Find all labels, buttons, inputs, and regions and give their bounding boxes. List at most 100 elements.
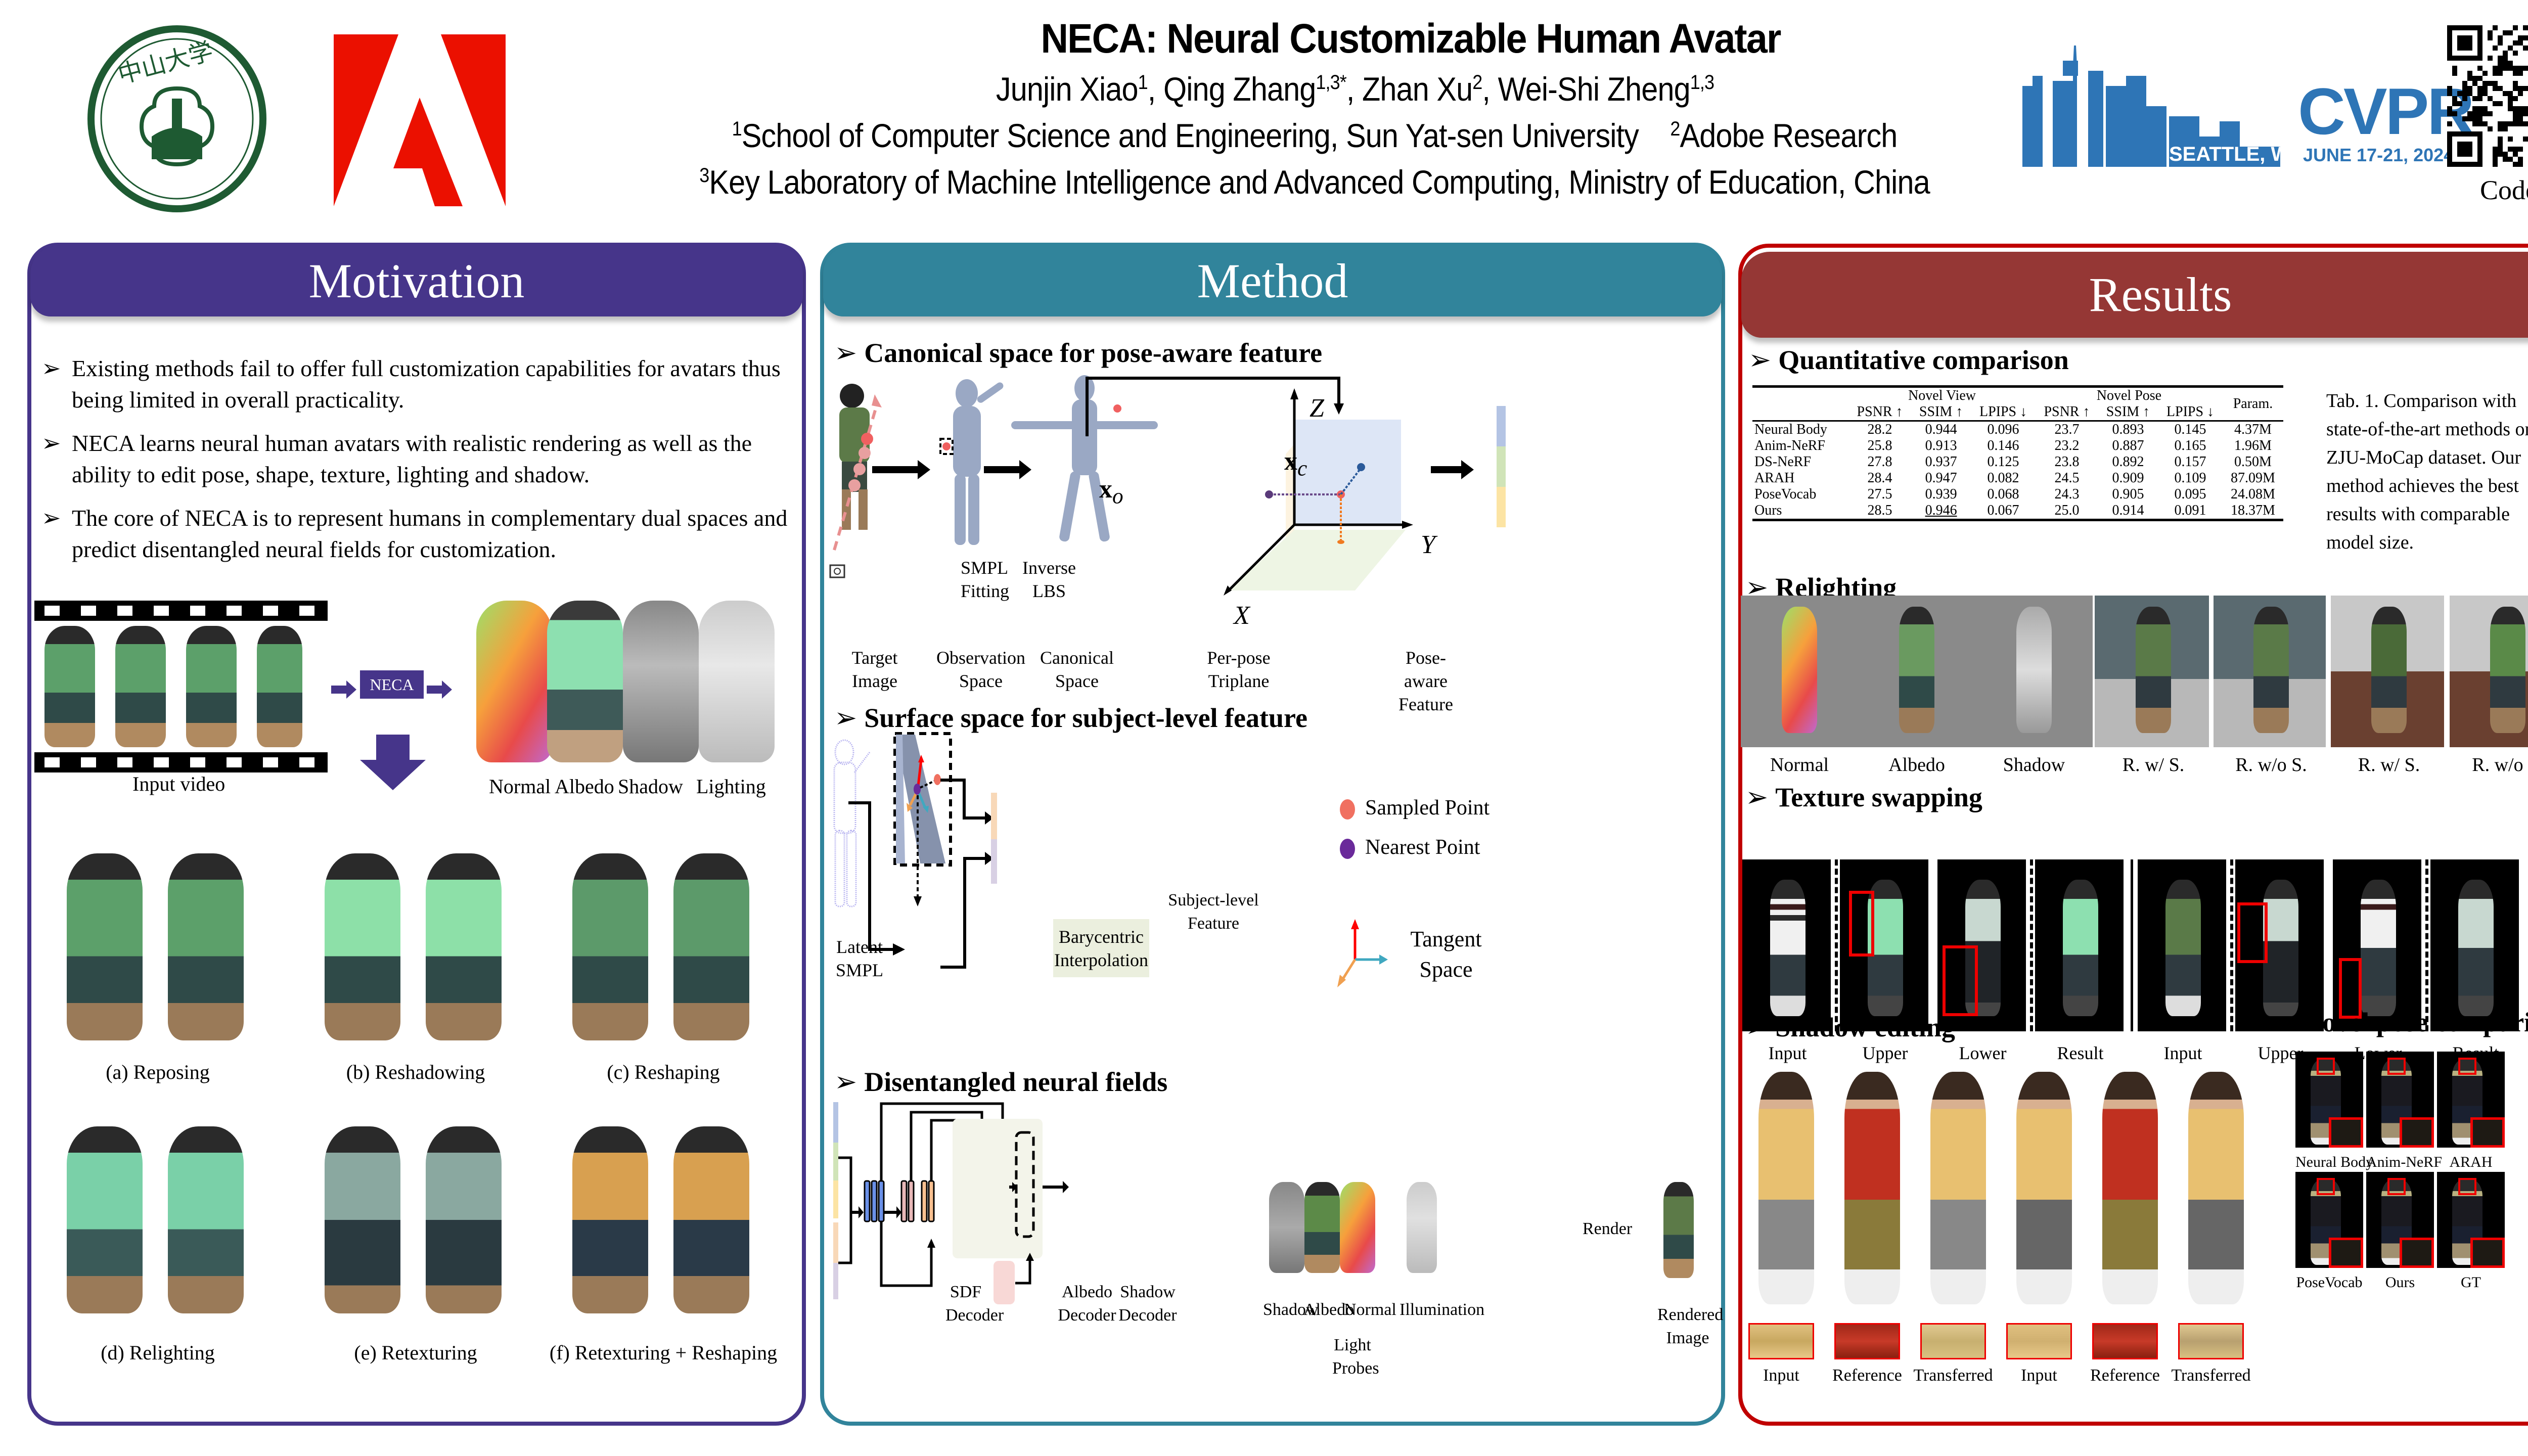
- edit-result-person: [673, 853, 749, 1040]
- sysu-logo: [86, 23, 266, 215]
- relight-person: [2253, 607, 2289, 733]
- heading-text: Novel pose comparison: [2303, 1007, 2528, 1037]
- canonical-space-body: [1011, 375, 1158, 542]
- param-header: Param.: [2233, 396, 2273, 412]
- highlight-box: [1849, 891, 1874, 957]
- metric-value-cell: 28.2: [1867, 422, 1892, 437]
- affiliation: Adobe Research: [1680, 117, 1898, 154]
- metric-header: LPIPS ↓: [1979, 404, 2027, 420]
- table-caption: Tab. 1. Comparison with state-of-the-art…: [2326, 390, 2528, 553]
- metric-value-cell: 0.095: [2174, 486, 2206, 502]
- texture-heading: ➢Texture swapping: [1745, 781, 1982, 813]
- highlight-box: [2237, 902, 2268, 963]
- adobe-logo: [334, 34, 506, 206]
- metric-value-cell: 23.7: [2054, 422, 2080, 437]
- edit-caption: (a) Reposing: [106, 1061, 210, 1083]
- metric-header: LPIPS ↓: [2166, 404, 2215, 420]
- relight-label: R. w/o S.: [2235, 754, 2307, 776]
- heading-text: Texture swapping: [1775, 782, 1982, 812]
- texture-person: [2263, 880, 2298, 1016]
- affiliation-line-1: 1School of Computer Science and Engineer…: [586, 116, 2043, 155]
- method-name-cell: DS-NeRF: [1754, 454, 1812, 470]
- heading-text: Shadow editing: [1775, 1012, 1955, 1042]
- poster-title: NECA: Neural Customizable Human Avatar: [1041, 16, 1782, 62]
- highlight-box: [1943, 945, 1978, 1016]
- metric-value-cell: 0.165: [2174, 438, 2206, 453]
- shadow-heading: ➢Shadow editing: [1745, 1011, 1955, 1043]
- canonical-diagram: [829, 375, 1506, 596]
- legend-text: Nearest Point: [1365, 836, 1480, 859]
- shadow-label: Reference: [1832, 1366, 1902, 1385]
- texture-label: Upper: [1862, 1043, 1908, 1063]
- metric-value-cell: 0.944: [1925, 422, 1957, 437]
- aff-num: 3: [699, 164, 709, 187]
- group-header: Novel View: [1908, 388, 1976, 403]
- albedo-field-output: [1304, 1182, 1340, 1273]
- texture-label: Result: [2057, 1043, 2104, 1063]
- solid-divider: [2131, 859, 2133, 1031]
- field-output-label: Illumination: [1400, 1300, 1485, 1319]
- bullet-arrow-icon: ➢: [41, 505, 61, 531]
- novel-pose-label: PoseVocab: [2296, 1274, 2363, 1291]
- edit-result-person: [572, 1126, 648, 1313]
- observation-space-body: [953, 379, 1004, 545]
- table-metric-row: PSNR ↑SSIM ↑LPIPS ↓PSNR ↑SSIM ↑LPIPS ↓: [1752, 404, 2283, 421]
- metric-value-cell: 0.914: [2112, 503, 2144, 518]
- face-box: [2317, 1178, 2335, 1195]
- bullet-arrow-icon: ➢: [834, 338, 857, 368]
- arrow-right-icon: [331, 680, 356, 699]
- param-cell: 18.37M: [2231, 503, 2275, 518]
- dashed-divider: [2030, 859, 2033, 1031]
- metric-value-cell: 24.3: [2054, 486, 2080, 502]
- shadow-crop: [1834, 1323, 1900, 1359]
- latent-smpl-pointcloud: [833, 739, 871, 907]
- output-label: Albedo: [555, 775, 614, 798]
- param-cell: 4.37M: [2234, 422, 2272, 437]
- novel-pose-heading: ➢Novel pose comparison: [2273, 1006, 2528, 1038]
- face-zoom-box: [2400, 1238, 2434, 1268]
- albedo-output: [547, 601, 623, 762]
- input-video-filmstrip: [34, 601, 328, 772]
- shadow-edit-person: [2016, 1072, 2072, 1304]
- output-label: Normal: [489, 775, 551, 798]
- arrow-down-icon: [360, 735, 426, 790]
- face-box: [2317, 1058, 2335, 1075]
- edit-result-person: [168, 1126, 244, 1313]
- face-zoom-box: [2470, 1117, 2505, 1148]
- shadow-crop: [2006, 1323, 2072, 1359]
- normal-field-output: [1340, 1182, 1375, 1273]
- param-cell: 87.09M: [2231, 470, 2275, 486]
- face-zoom-box: [2329, 1117, 2363, 1148]
- dashed-divider: [2230, 859, 2233, 1031]
- relight-label: R. w/o S.: [2472, 754, 2528, 776]
- relight-label: R. w/ S.: [2358, 754, 2420, 776]
- results-header: Results: [1741, 252, 2528, 338]
- barycentric-box: [1053, 919, 1149, 977]
- face-zoom-box: [2470, 1238, 2505, 1268]
- metric-value-cell: 0.091: [2174, 503, 2206, 518]
- texture-label: Input: [2163, 1043, 2202, 1063]
- relight-person: [1899, 607, 1934, 733]
- qr-code[interactable]: [2447, 25, 2528, 167]
- relight-label: Shadow: [2003, 754, 2065, 776]
- metric-value-cell: 0.893: [2112, 422, 2144, 437]
- film-perforation-top: [34, 601, 328, 621]
- author-name: Wei-Shi Zheng: [1498, 70, 1691, 108]
- bullet-arrow-icon: ➢: [834, 1067, 857, 1097]
- cvpr-location: SEATTLE, WA: [2169, 143, 2300, 165]
- shadow-label: Reference: [2090, 1366, 2160, 1385]
- edit-caption: (c) Reshaping: [607, 1061, 720, 1083]
- edit-caption: (f) Retexturing + Reshaping: [549, 1341, 778, 1364]
- bullet-arrow-icon: ➢: [1745, 782, 1769, 812]
- decoder-label: Albedo Decoder: [1058, 1283, 1116, 1325]
- legend-text: Sampled Point: [1365, 796, 1490, 820]
- metric-value-cell: 0.146: [1987, 438, 2019, 453]
- axis-y-label: Y: [1421, 530, 1435, 559]
- author-name: Qing Zhang: [1163, 70, 1316, 108]
- relight-person: [2136, 607, 2171, 733]
- arrow-label-smpl-fitting: SMPL Fitting: [961, 558, 1010, 601]
- canonical-heading: ➢Canonical space for pose-aware feature: [834, 337, 1322, 369]
